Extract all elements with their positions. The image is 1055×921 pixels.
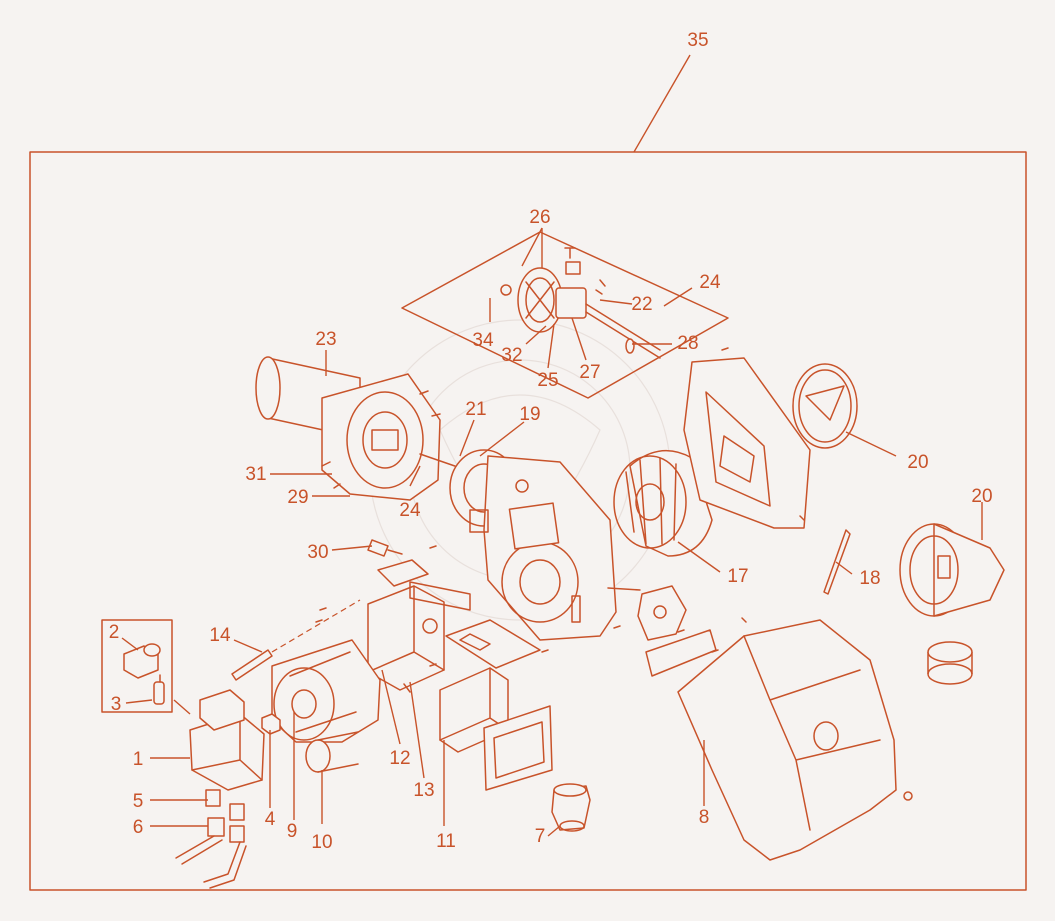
screws-drawing xyxy=(315,347,805,693)
callout-23: 23 xyxy=(315,329,336,350)
callout-32: 32 xyxy=(501,345,522,366)
callout-7: 7 xyxy=(535,826,546,847)
callout-25: 25 xyxy=(537,370,558,391)
motor-and-flange-drawing xyxy=(255,356,479,501)
callout-13: 13 xyxy=(413,780,434,801)
callout-20-right: 20 xyxy=(971,486,992,507)
fan-wheel-drawing xyxy=(613,449,713,557)
cover-hood-drawing xyxy=(645,619,913,861)
callout-19: 19 xyxy=(519,404,540,425)
oil-filter-drawing xyxy=(551,783,591,832)
callout-30: 31 xyxy=(245,464,266,485)
callout-3: 3 xyxy=(111,694,122,715)
air-damper-drawing xyxy=(445,619,541,669)
air-intake-drawing xyxy=(899,523,1005,617)
pump-motor-drawing xyxy=(271,639,381,773)
callout-10: 10 xyxy=(311,832,332,853)
nut-drawing xyxy=(261,713,281,735)
callout-24-top: 24 xyxy=(699,272,721,293)
callout-4: 4 xyxy=(265,809,276,830)
callout-11: 11 xyxy=(436,831,456,852)
callout-17: 17 xyxy=(727,566,748,587)
callout-14: 14 xyxy=(209,625,231,646)
callout-34: 34 xyxy=(472,330,494,351)
burner-housing-drawing xyxy=(449,449,617,641)
callout-24-mid: 24 xyxy=(399,500,421,521)
callout-12: 12 xyxy=(389,748,410,769)
callout-20-top: 20 xyxy=(907,452,928,473)
cap-drawing xyxy=(927,641,973,685)
callout-2: 2 xyxy=(109,622,120,643)
callout-18: 18 xyxy=(859,568,880,589)
air-intake-ring-drawing xyxy=(792,363,858,449)
callout-21: 21 xyxy=(465,399,486,420)
assembly-frame xyxy=(29,151,1027,891)
callout-6: 6 xyxy=(133,817,144,838)
control-box-drawing xyxy=(367,559,471,691)
coil-inset-drawing xyxy=(101,619,173,713)
callout-27: 26 xyxy=(529,207,550,228)
callout-22: 22 xyxy=(631,294,652,315)
callout-31: 30 xyxy=(307,542,328,563)
ignition-transformer-drawing xyxy=(439,667,553,791)
callout-35: 35 xyxy=(687,30,708,51)
electrode-drawing xyxy=(367,539,403,557)
nozzle-drawing xyxy=(231,599,361,681)
callout-9: 9 xyxy=(287,821,298,842)
callout-5: 5 xyxy=(133,791,144,812)
leader-lines xyxy=(121,54,983,837)
callout-26: 27 xyxy=(579,362,600,383)
flange-plate-drawing xyxy=(607,585,687,641)
callout-29: 29 xyxy=(287,487,308,508)
callout-8: 8 xyxy=(699,807,710,828)
callout-labels: 35 26 24 22 34 32 25 27 28 23 21 19 20 2… xyxy=(109,30,993,853)
sub-assembly-24-drawing xyxy=(401,231,729,399)
callout-28: 28 xyxy=(677,333,698,354)
callout-1: 1 xyxy=(133,749,144,770)
valve-body-drawing xyxy=(175,689,265,889)
gasket-drawing xyxy=(823,529,851,595)
air-box-drawing xyxy=(683,357,811,529)
